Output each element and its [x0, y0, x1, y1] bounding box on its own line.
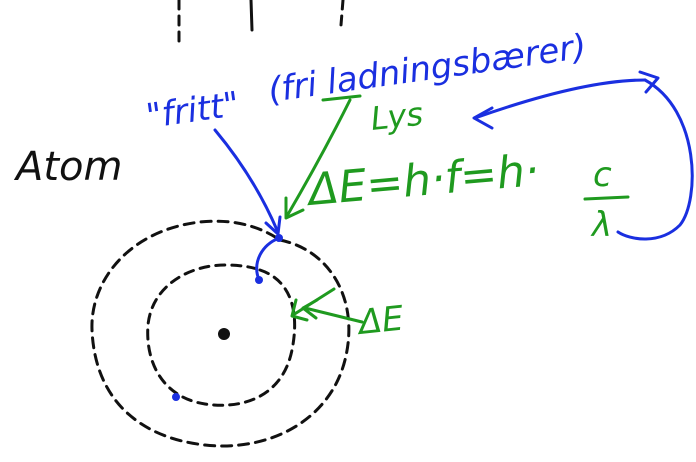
fraction-bar — [583, 195, 630, 201]
loop-arrow — [472, 70, 694, 241]
electron-inner-bottom — [172, 393, 180, 401]
nucleus — [218, 328, 230, 340]
inner-orbit — [146, 263, 297, 407]
light-arrow — [284, 94, 362, 220]
fraction-numerator: c — [593, 155, 612, 195]
top-dashed-lines — [177, 0, 345, 47]
atom-label: Atom — [13, 144, 122, 190]
energy-gap-label: ΔE — [354, 298, 406, 343]
fritt-label: "fritt" — [144, 84, 242, 137]
light-label: Lys — [369, 95, 425, 138]
outer-orbit — [90, 219, 351, 448]
fraction-denominator: λ — [590, 205, 612, 245]
fritt-arrow — [213, 128, 282, 236]
electron-jump-arc — [255, 236, 281, 282]
energy-gap-arrow — [290, 287, 364, 324]
energy-equation: ΔE=h·f=h· — [304, 145, 541, 216]
